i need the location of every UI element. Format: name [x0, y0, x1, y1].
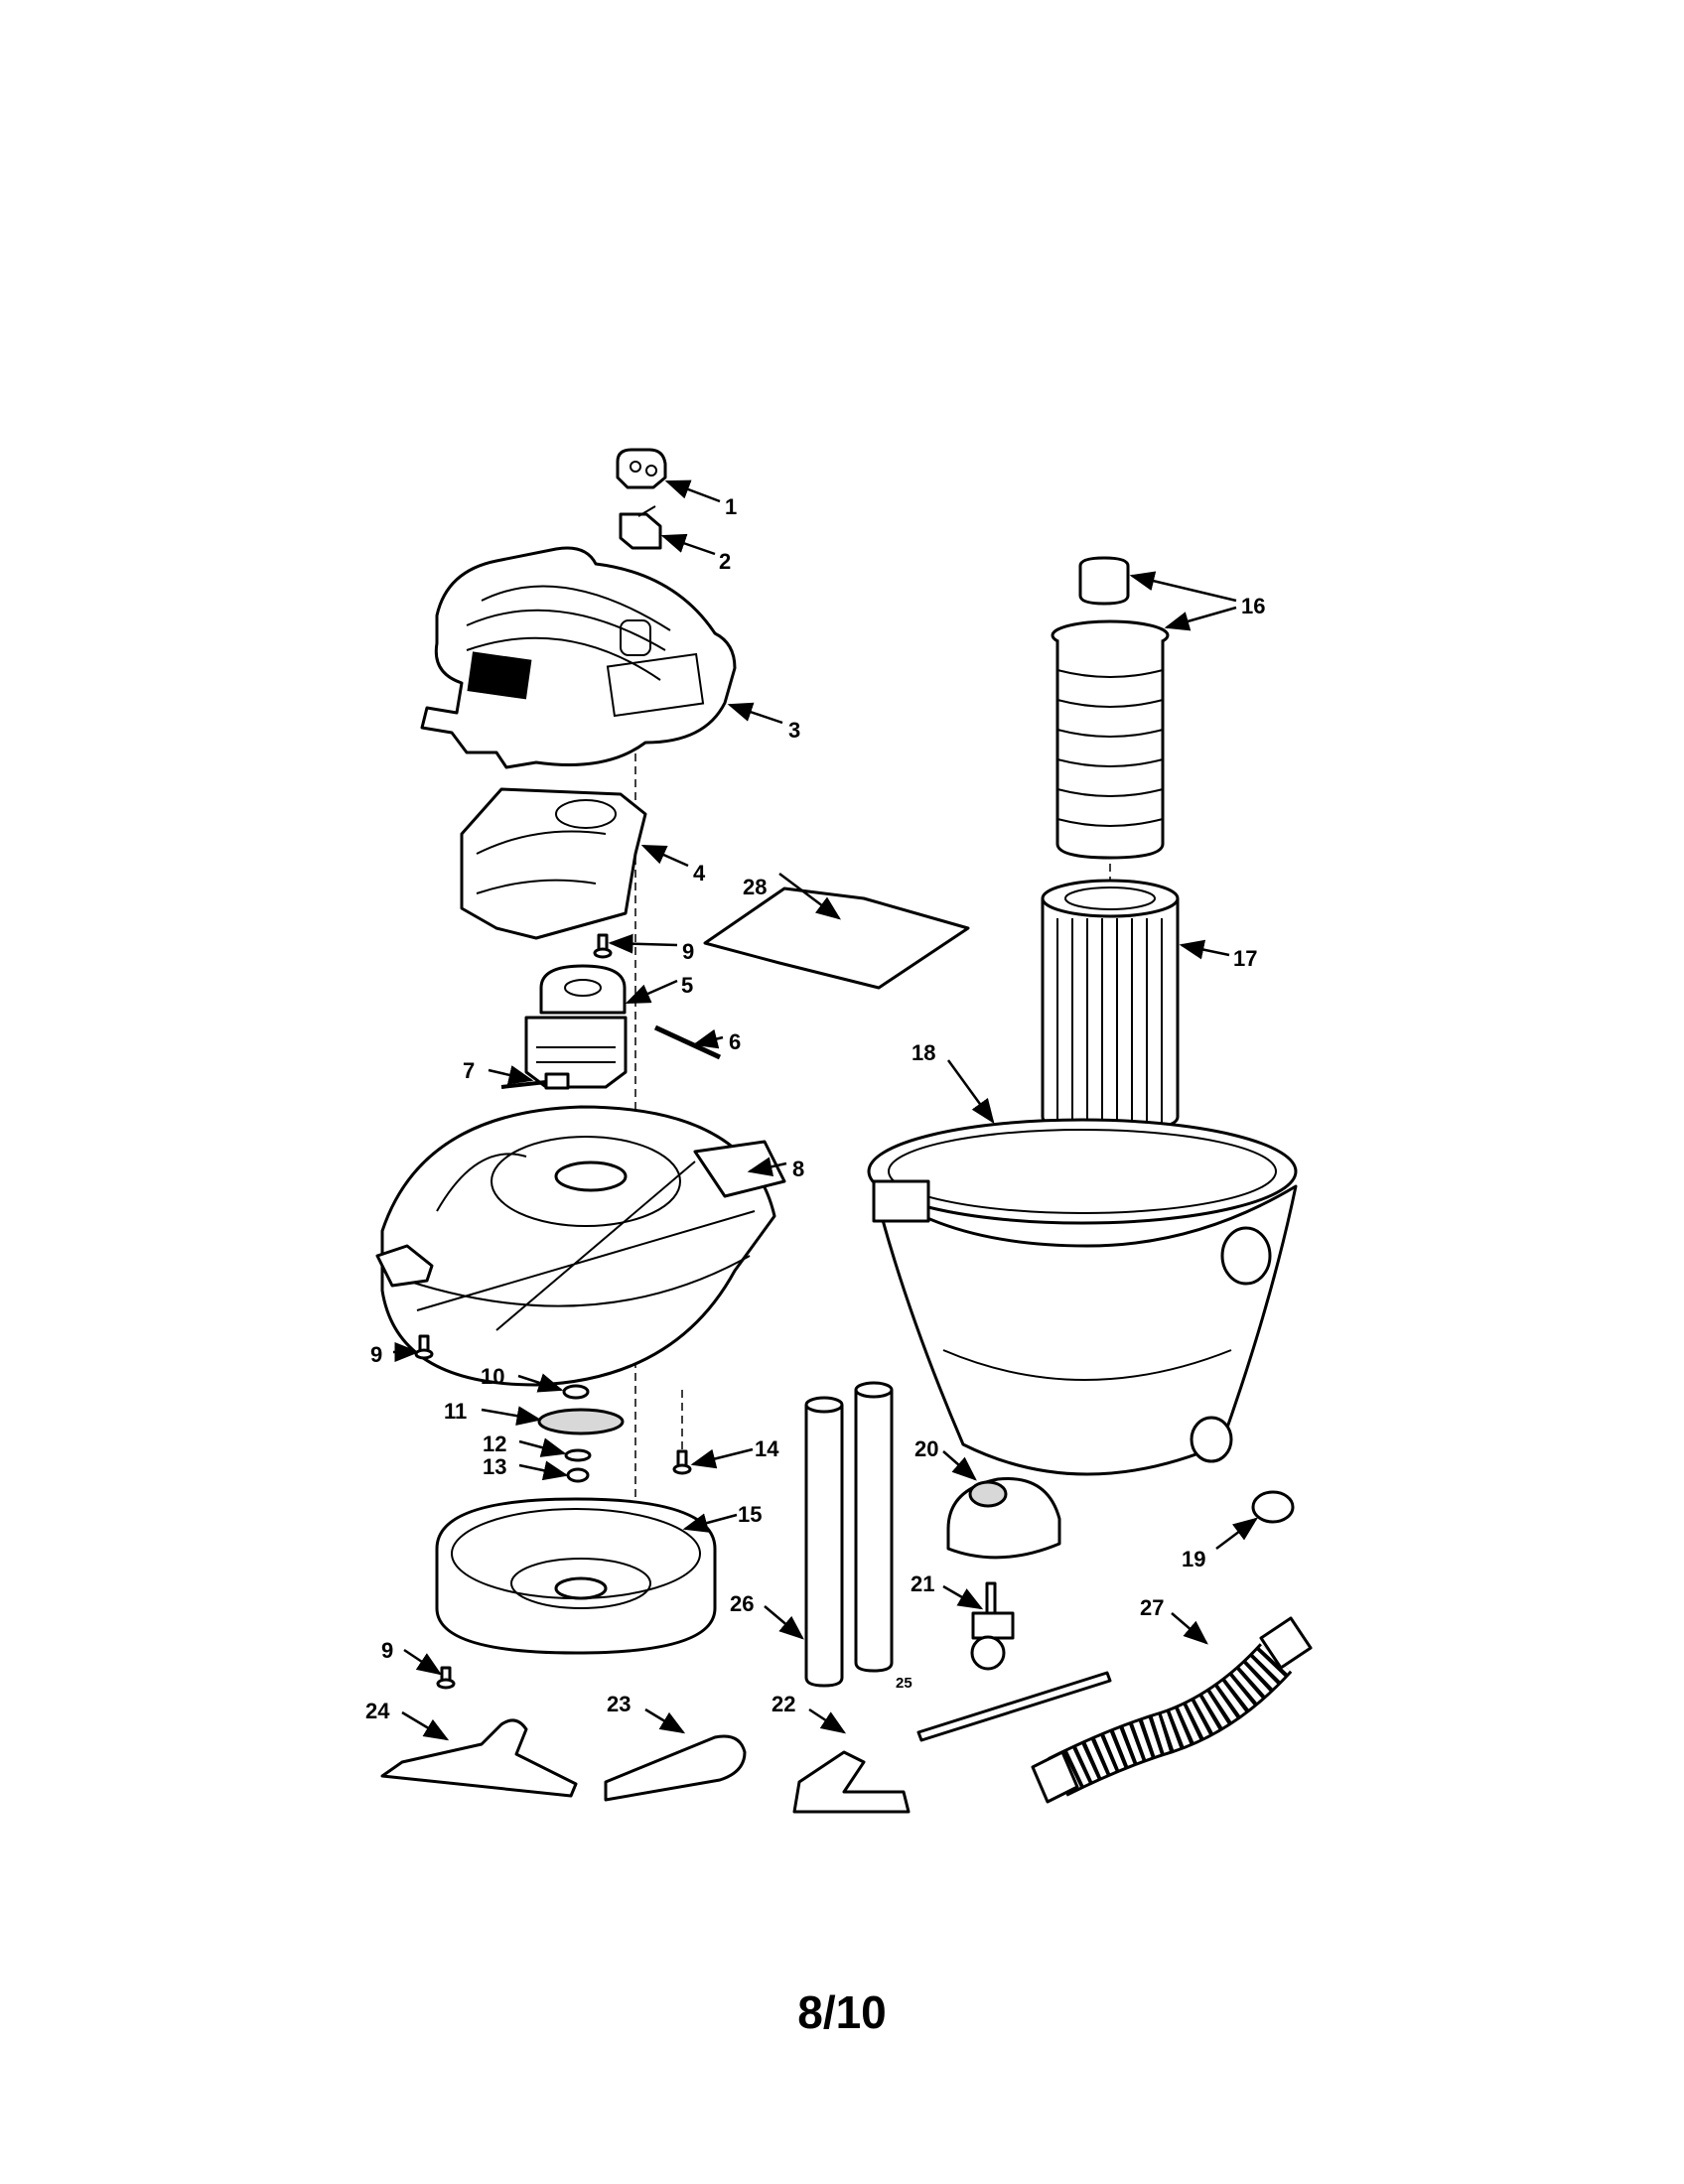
- callout-8: 8: [792, 1157, 804, 1181]
- part-3-motor-cover[interactable]: [420, 546, 737, 769]
- callout-12: 12: [483, 1432, 506, 1456]
- callout-3: 3: [788, 718, 800, 743]
- callout-7: 7: [463, 1058, 475, 1083]
- callout-28: 28: [743, 875, 767, 899]
- part-25-accessory-strip[interactable]: [916, 1671, 1112, 1742]
- callout-4: 4: [693, 861, 706, 886]
- part-13-nut[interactable]: [566, 1467, 590, 1483]
- callout-23: 23: [607, 1692, 631, 1716]
- callout-labels: 1 2 3 4 5 6 7 8 9 9 9 10 11 12 13 14 15 …: [365, 494, 1265, 1723]
- part-23-crevice-tool[interactable]: [604, 1734, 747, 1802]
- callout-1: 1: [725, 494, 737, 519]
- callout-10: 10: [481, 1364, 504, 1389]
- callout-16: 16: [1241, 594, 1265, 618]
- callout-25: 25: [896, 1675, 912, 1692]
- part-21-caster[interactable]: [970, 1581, 1015, 1671]
- part-19-drain-cap[interactable]: [1251, 1490, 1295, 1524]
- part-14-screw[interactable]: [672, 1449, 692, 1475]
- part-15-motor-base[interactable]: [435, 1497, 717, 1655]
- part-17-cartridge-filter[interactable]: [1041, 879, 1180, 1133]
- callout-9: 9: [370, 1342, 382, 1367]
- part-11-impeller[interactable]: [537, 1408, 625, 1435]
- part-28-manual[interactable]: [703, 887, 970, 990]
- callout-14: 14: [755, 1436, 779, 1461]
- part-5-motor[interactable]: [524, 964, 628, 1089]
- callout-13: 13: [483, 1454, 506, 1479]
- part-4-baffle[interactable]: [460, 787, 647, 940]
- part-1-switch-cover[interactable]: [616, 448, 667, 489]
- part-18-drum[interactable]: [867, 1118, 1298, 1476]
- part-9-screw[interactable]: [593, 933, 613, 959]
- callout-24: 24: [365, 1699, 390, 1723]
- part-6-brush[interactable]: [653, 1024, 722, 1060]
- part-8-lid[interactable]: [375, 1105, 786, 1387]
- callout-19: 19: [1182, 1547, 1205, 1571]
- part-27-hose[interactable]: [1031, 1616, 1313, 1804]
- part-2-switch[interactable]: [619, 505, 662, 550]
- callout-2: 2: [719, 549, 731, 574]
- callout-17: 17: [1233, 946, 1257, 971]
- part-9-screw[interactable]: [436, 1666, 456, 1690]
- callout-26: 26: [730, 1591, 754, 1616]
- callout-11: 11: [444, 1399, 467, 1424]
- part-26-extension-wands[interactable]: [804, 1381, 894, 1688]
- callout-18: 18: [912, 1040, 935, 1065]
- part-20-caster-foot[interactable]: [946, 1477, 1061, 1560]
- callout-9: 9: [682, 939, 694, 964]
- part-22-floor-nozzle[interactable]: [792, 1750, 911, 1814]
- callout-22: 22: [772, 1692, 795, 1716]
- part-12-washer[interactable]: [564, 1448, 592, 1462]
- callout-9: 9: [381, 1638, 393, 1663]
- callout-6: 6: [729, 1029, 741, 1054]
- callout-20: 20: [914, 1436, 938, 1461]
- callout-21: 21: [911, 1571, 934, 1596]
- part-16-filter-cage[interactable]: [1051, 556, 1170, 860]
- leader-lines: [393, 479, 1258, 1741]
- part-24-utility-nozzle[interactable]: [380, 1718, 578, 1798]
- callout-15: 15: [738, 1502, 762, 1527]
- part-10-washer[interactable]: [562, 1384, 590, 1400]
- page-number: 8/10: [797, 1986, 887, 2038]
- callout-27: 27: [1140, 1595, 1164, 1620]
- callout-5: 5: [681, 973, 693, 998]
